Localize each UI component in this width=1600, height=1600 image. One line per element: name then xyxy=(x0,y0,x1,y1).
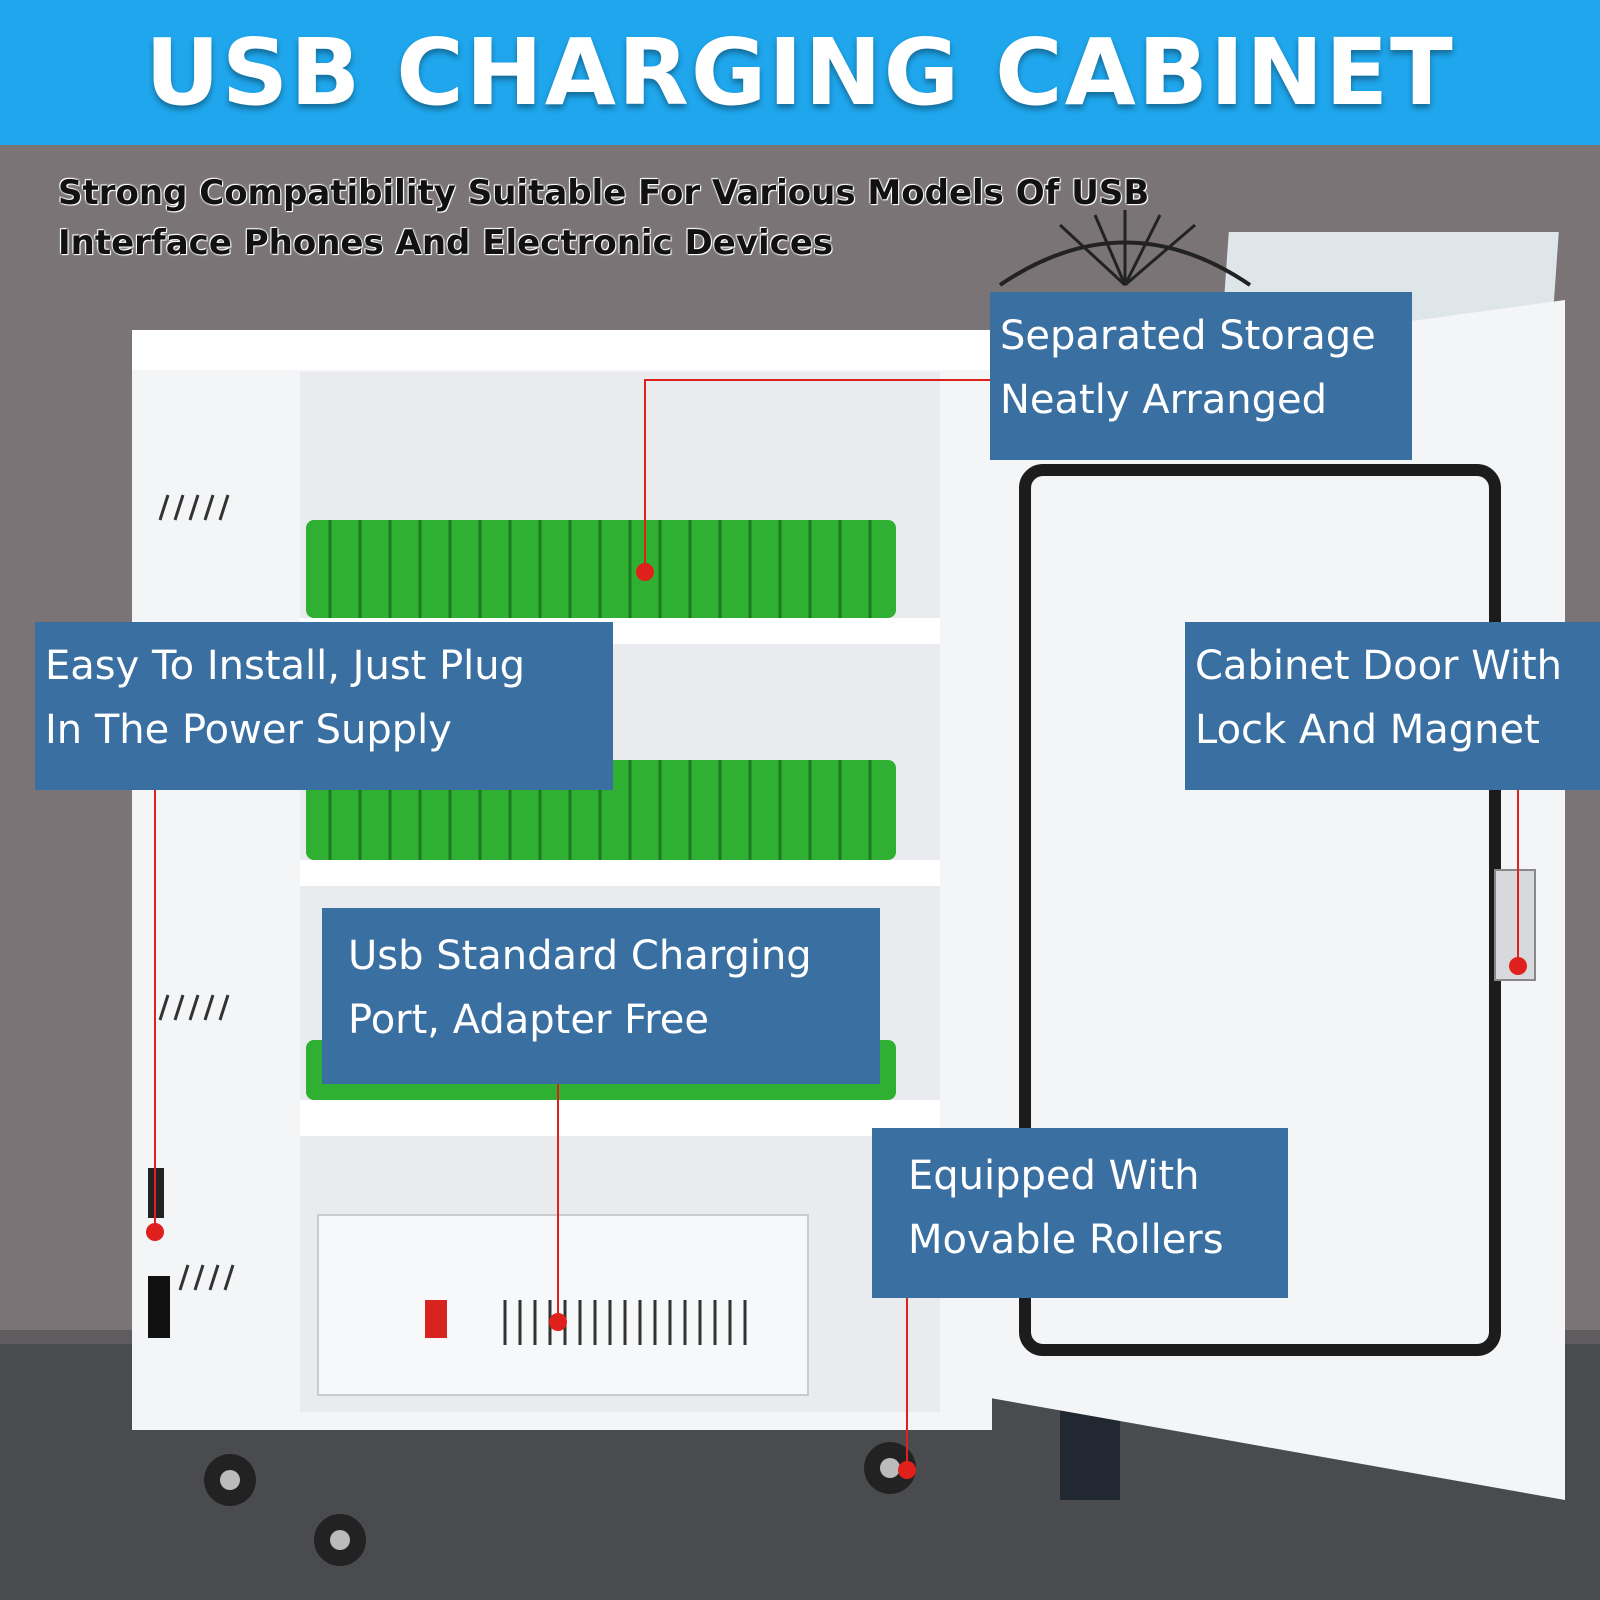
callout-separated-storage: Separated Storage Neatly Arranged xyxy=(990,292,1412,460)
callout-line-1: Easy To Install, Just Plug xyxy=(45,643,526,689)
callout-movable-rollers: Equipped With Movable Rollers xyxy=(872,1128,1288,1298)
title-banner: USB CHARGING CABINET xyxy=(0,0,1600,145)
banner-title: USB CHARGING CABINET xyxy=(145,19,1455,126)
callout-cabinet-door: Cabinet Door With Lock And Magnet xyxy=(1185,622,1600,790)
callout-line-2: Neatly Arranged xyxy=(1000,377,1328,423)
subtitle-line-1: Strong Compatibility Suitable For Variou… xyxy=(58,173,1150,213)
callout-line-1: Separated Storage xyxy=(1000,313,1376,359)
callout-line-2: In The Power Supply xyxy=(45,707,452,753)
callout-line-2: Lock And Magnet xyxy=(1195,707,1540,753)
subtitle: Strong Compatibility Suitable For Variou… xyxy=(58,168,1178,268)
subtitle-line-2: Interface Phones And Electronic Devices xyxy=(58,223,834,263)
callout-line-2: Port, Adapter Free xyxy=(348,997,710,1043)
callout-easy-install: Easy To Install, Just Plug In The Power … xyxy=(35,622,613,790)
callout-line-1: Equipped With xyxy=(908,1153,1200,1199)
callout-usb-charging: Usb Standard Charging Port, Adapter Free xyxy=(322,908,880,1084)
callout-line-2: Movable Rollers xyxy=(908,1217,1224,1263)
callout-line-1: Cabinet Door With xyxy=(1195,643,1563,689)
callout-line-1: Usb Standard Charging xyxy=(348,933,812,979)
